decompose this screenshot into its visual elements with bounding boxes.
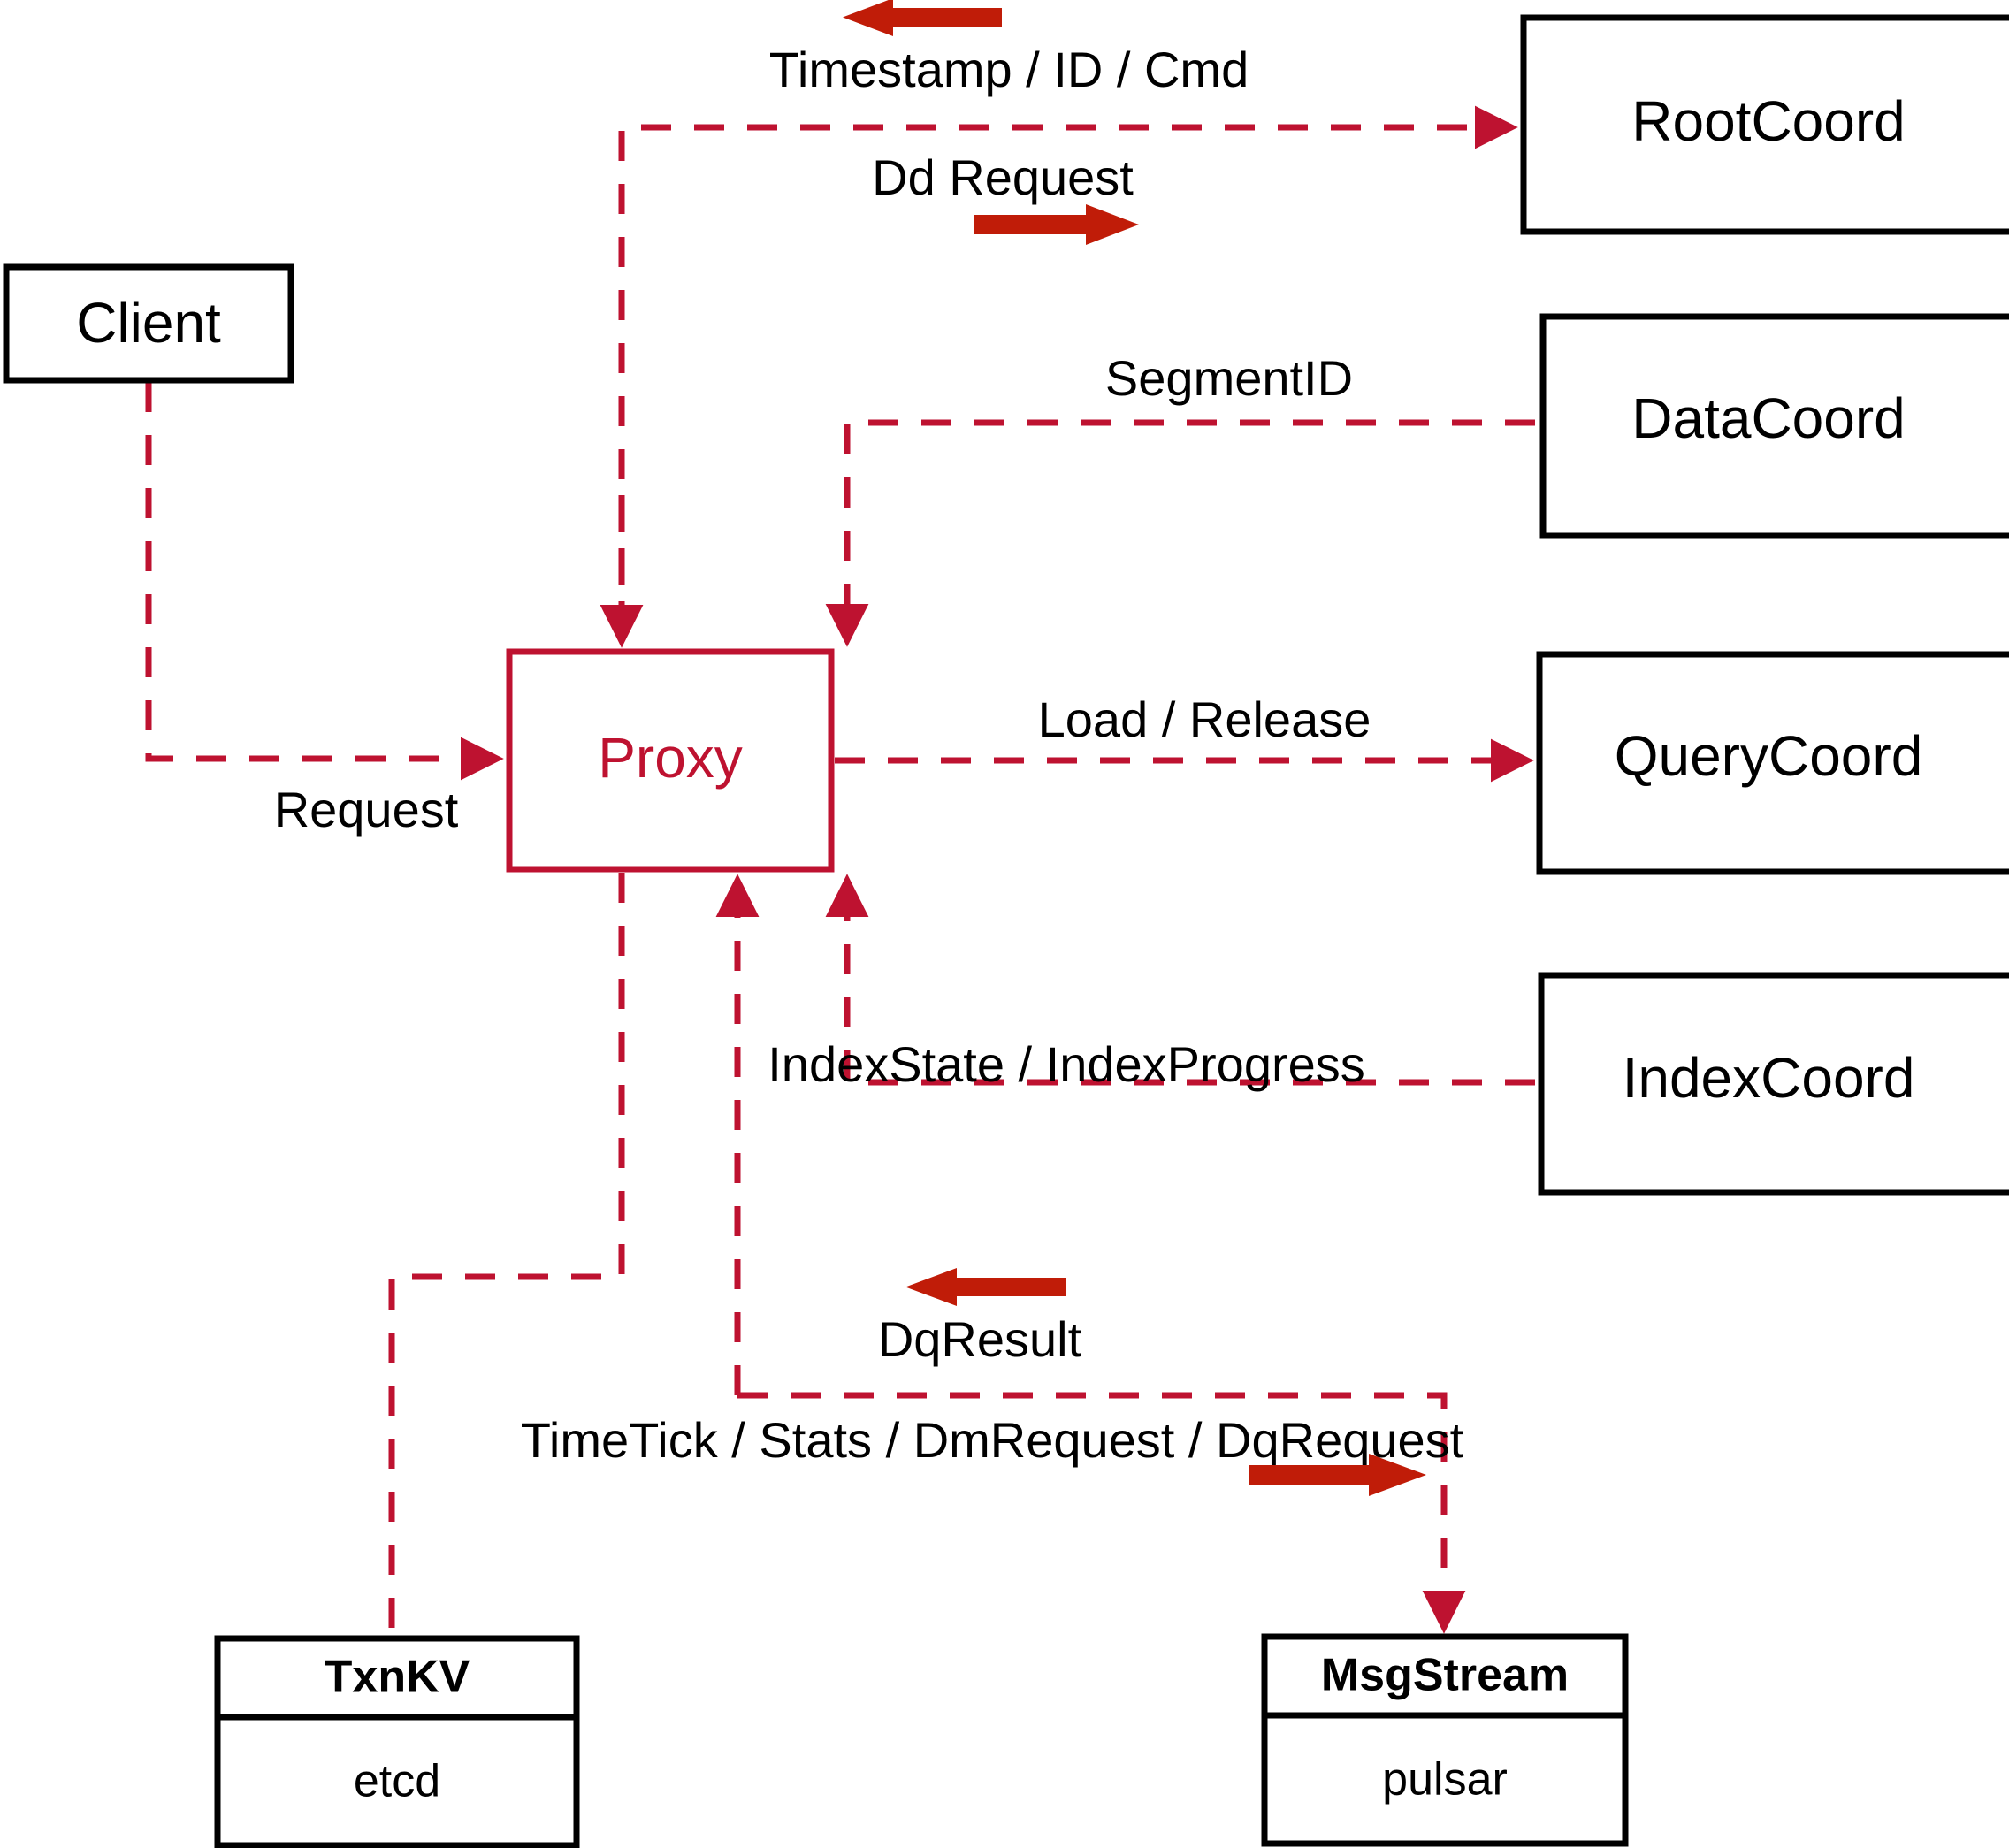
edge-label-timestamp-id-cmd: Timestamp / ID / Cmd [769,42,1249,97]
node-rootcoord[interactable]: RootCoord [1520,14,2009,235]
node-querycoord-label: QueryCoord [1615,724,1923,788]
store-txnkv[interactable]: TxnKV etcd [214,1635,580,1848]
store-txnkv-title: TxnKV [325,1652,470,1703]
node-datacoord[interactable]: DataCoord [1539,313,2009,539]
node-datacoord-label: DataCoord [1631,386,1906,450]
edge-datacoord-to-proxy [825,419,1535,647]
edge-indexcoord-to-proxy [825,874,1535,1086]
edge-label-load-release: Load / Release [1038,691,1371,747]
edge-label-dq-result: DqResult [878,1311,1082,1367]
edge-proxy-rootcoord [618,105,1518,638]
store-msgstream[interactable]: MsgStream pulsar [1261,1633,1629,1847]
store-msgstream-body: pulsar [1382,1754,1508,1806]
node-client-label: Client [76,291,221,355]
direction-arrow-timestamp-left [843,0,1002,36]
edge-label-index-state: IndexState / IndexProgress [768,1036,1365,1092]
edge-label-timetick: TimeTick / Stats / DmRequest / DqRequest [521,1412,1464,1468]
edge-proxy-to-msgstream [737,1392,1466,1634]
direction-arrow-dqresult-left [905,1268,1066,1306]
edge-client-to-proxy [145,382,504,781]
node-indexcoord[interactable]: IndexCoord [1538,972,2009,1196]
node-proxy[interactable]: Proxy [506,648,835,873]
edge-label-dd-request: Dd Request [872,149,1134,205]
node-proxy-label: Proxy [598,726,743,790]
store-txnkv-body: etcd [354,1756,440,1807]
node-indexcoord-label: IndexCoord [1623,1046,1915,1110]
direction-arrow-timetick-right [1249,1454,1426,1496]
direction-arrow-dd-right [974,204,1139,245]
node-querycoord[interactable]: QueryCoord [1536,651,2009,875]
edge-label-request: Request [274,782,459,837]
node-rootcoord-label: RootCoord [1631,89,1906,153]
store-msgstream-title: MsgStream [1321,1650,1569,1701]
edge-proxy-to-txnkv [388,873,625,1636]
node-client[interactable]: Client [3,263,294,384]
edge-label-segmentid: SegmentID [1105,350,1353,406]
